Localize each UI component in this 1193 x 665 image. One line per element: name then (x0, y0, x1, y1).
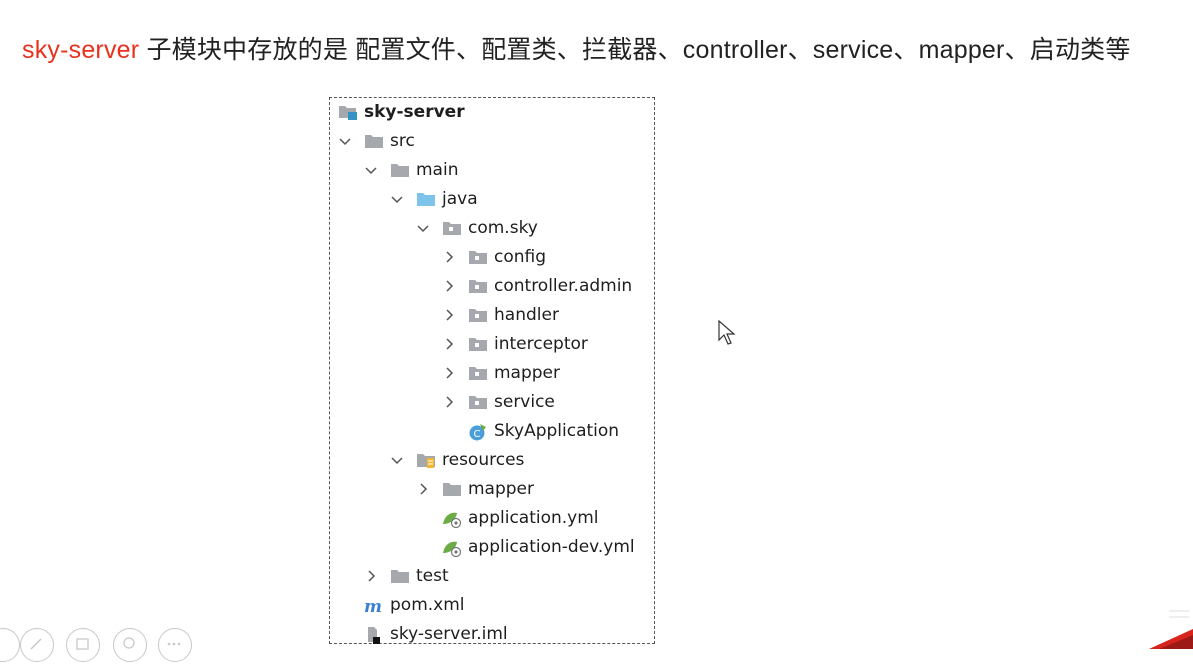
chevron-right-icon[interactable] (442, 366, 456, 380)
headline: sky-server 子模块中存放的是 配置文件、配置类、拦截器、control… (22, 30, 1131, 66)
package-icon (468, 365, 488, 381)
chevron-right-icon[interactable] (442, 395, 456, 409)
slide-overview-button[interactable] (66, 628, 100, 662)
iml-file-icon (364, 626, 384, 644)
tree-item-handler[interactable]: handler (442, 301, 559, 329)
tree-item-resources[interactable]: resources (390, 446, 524, 474)
tree-item-label: service (494, 392, 555, 412)
tree-item-label: test (416, 566, 449, 586)
tree-item-java[interactable]: java (390, 185, 478, 213)
tree-item-com-sky[interactable]: com.sky (416, 214, 538, 242)
tree-item-label: SkyApplication (494, 421, 620, 441)
package-icon (468, 278, 488, 294)
package-icon (468, 394, 488, 410)
source-folder-icon (416, 191, 436, 207)
module-folder-icon (338, 104, 358, 120)
tree-item-controller-admin[interactable]: controller.admin (442, 272, 632, 300)
tree-item-label: java (442, 189, 478, 209)
tree-item-interceptor[interactable]: interceptor (442, 330, 588, 358)
tree-item-label: application-dev.yml (468, 537, 635, 557)
spring-yml-icon (442, 510, 462, 528)
tree-item-label: com.sky (468, 218, 538, 238)
chevron-right-icon[interactable] (364, 569, 378, 583)
tree-item-application-yml[interactable]: application.yml (442, 504, 599, 532)
tree-item-label: src (390, 131, 415, 151)
tree-item-label: sky-server.iml (390, 624, 508, 644)
package-icon (468, 307, 488, 323)
maven-icon: m (364, 597, 384, 615)
tree-item-sky-server[interactable]: sky-server (338, 98, 465, 126)
resources-folder-icon (416, 452, 436, 468)
svg-text:C: C (474, 429, 481, 440)
tree-item-src[interactable]: src (338, 127, 415, 155)
tree-item-application-dev-yml[interactable]: application-dev.yml (442, 533, 635, 561)
headline-text: 子模块中存放的是 配置文件、配置类、拦截器、controller、service… (139, 36, 1131, 64)
slide-corner-decoration (1149, 603, 1193, 649)
folder-icon (442, 481, 462, 497)
chevron-right-icon[interactable] (442, 250, 456, 264)
chevron-right-icon[interactable] (442, 308, 456, 322)
tree-item-sky-application[interactable]: C SkyApplication (468, 417, 619, 445)
more-options-button[interactable] (158, 628, 192, 662)
tree-item-label: mapper (468, 479, 535, 499)
tree-item-mapper-folder[interactable]: mapper (416, 475, 534, 503)
tree-item-test[interactable]: test (364, 562, 449, 590)
tree-item-main[interactable]: main (364, 156, 458, 184)
package-icon (468, 249, 488, 265)
tree-item-label: handler (494, 305, 559, 325)
tree-item-service[interactable]: service (442, 388, 555, 416)
mouse-cursor-icon (718, 319, 736, 351)
chevron-down-icon[interactable] (390, 192, 404, 206)
tree-item-mapper-package[interactable]: mapper (442, 359, 560, 387)
tree-item-label: pom.xml (390, 595, 465, 615)
project-tree: sky-server src main java com.sky config … (329, 97, 655, 644)
spring-boot-class-icon: C (468, 423, 488, 441)
tree-item-config[interactable]: config (442, 243, 546, 271)
slideshow-control-button[interactable] (0, 628, 20, 662)
tree-item-pom-xml[interactable]: m pom.xml (364, 591, 465, 619)
tree-item-sky-server-iml[interactable]: sky-server.iml (364, 620, 508, 648)
folder-icon (390, 568, 410, 584)
folder-icon (390, 162, 410, 178)
chevron-right-icon[interactable] (416, 482, 430, 496)
zoom-button[interactable] (113, 628, 147, 662)
spring-yml-icon (442, 539, 462, 557)
package-icon (442, 220, 462, 236)
tree-item-label: controller.admin (494, 276, 633, 296)
pen-tool-button[interactable] (20, 628, 54, 662)
chevron-down-icon[interactable] (390, 453, 404, 467)
chevron-right-icon[interactable] (442, 279, 456, 293)
package-icon (468, 336, 488, 352)
tree-item-label: interceptor (494, 334, 588, 354)
chevron-down-icon[interactable] (364, 163, 378, 177)
headline-highlight: sky-server (22, 36, 140, 64)
tree-item-label: sky-server (364, 102, 465, 122)
chevron-right-icon[interactable] (442, 337, 456, 351)
chevron-down-icon[interactable] (416, 221, 430, 235)
tree-item-label: resources (442, 450, 525, 470)
tree-item-label: config (494, 247, 547, 267)
folder-icon (364, 133, 384, 149)
tree-item-label: application.yml (468, 508, 599, 528)
tree-item-label: mapper (494, 363, 561, 383)
chevron-down-icon[interactable] (338, 134, 352, 148)
svg-text:m: m (364, 597, 382, 615)
tree-item-label: main (416, 160, 459, 180)
